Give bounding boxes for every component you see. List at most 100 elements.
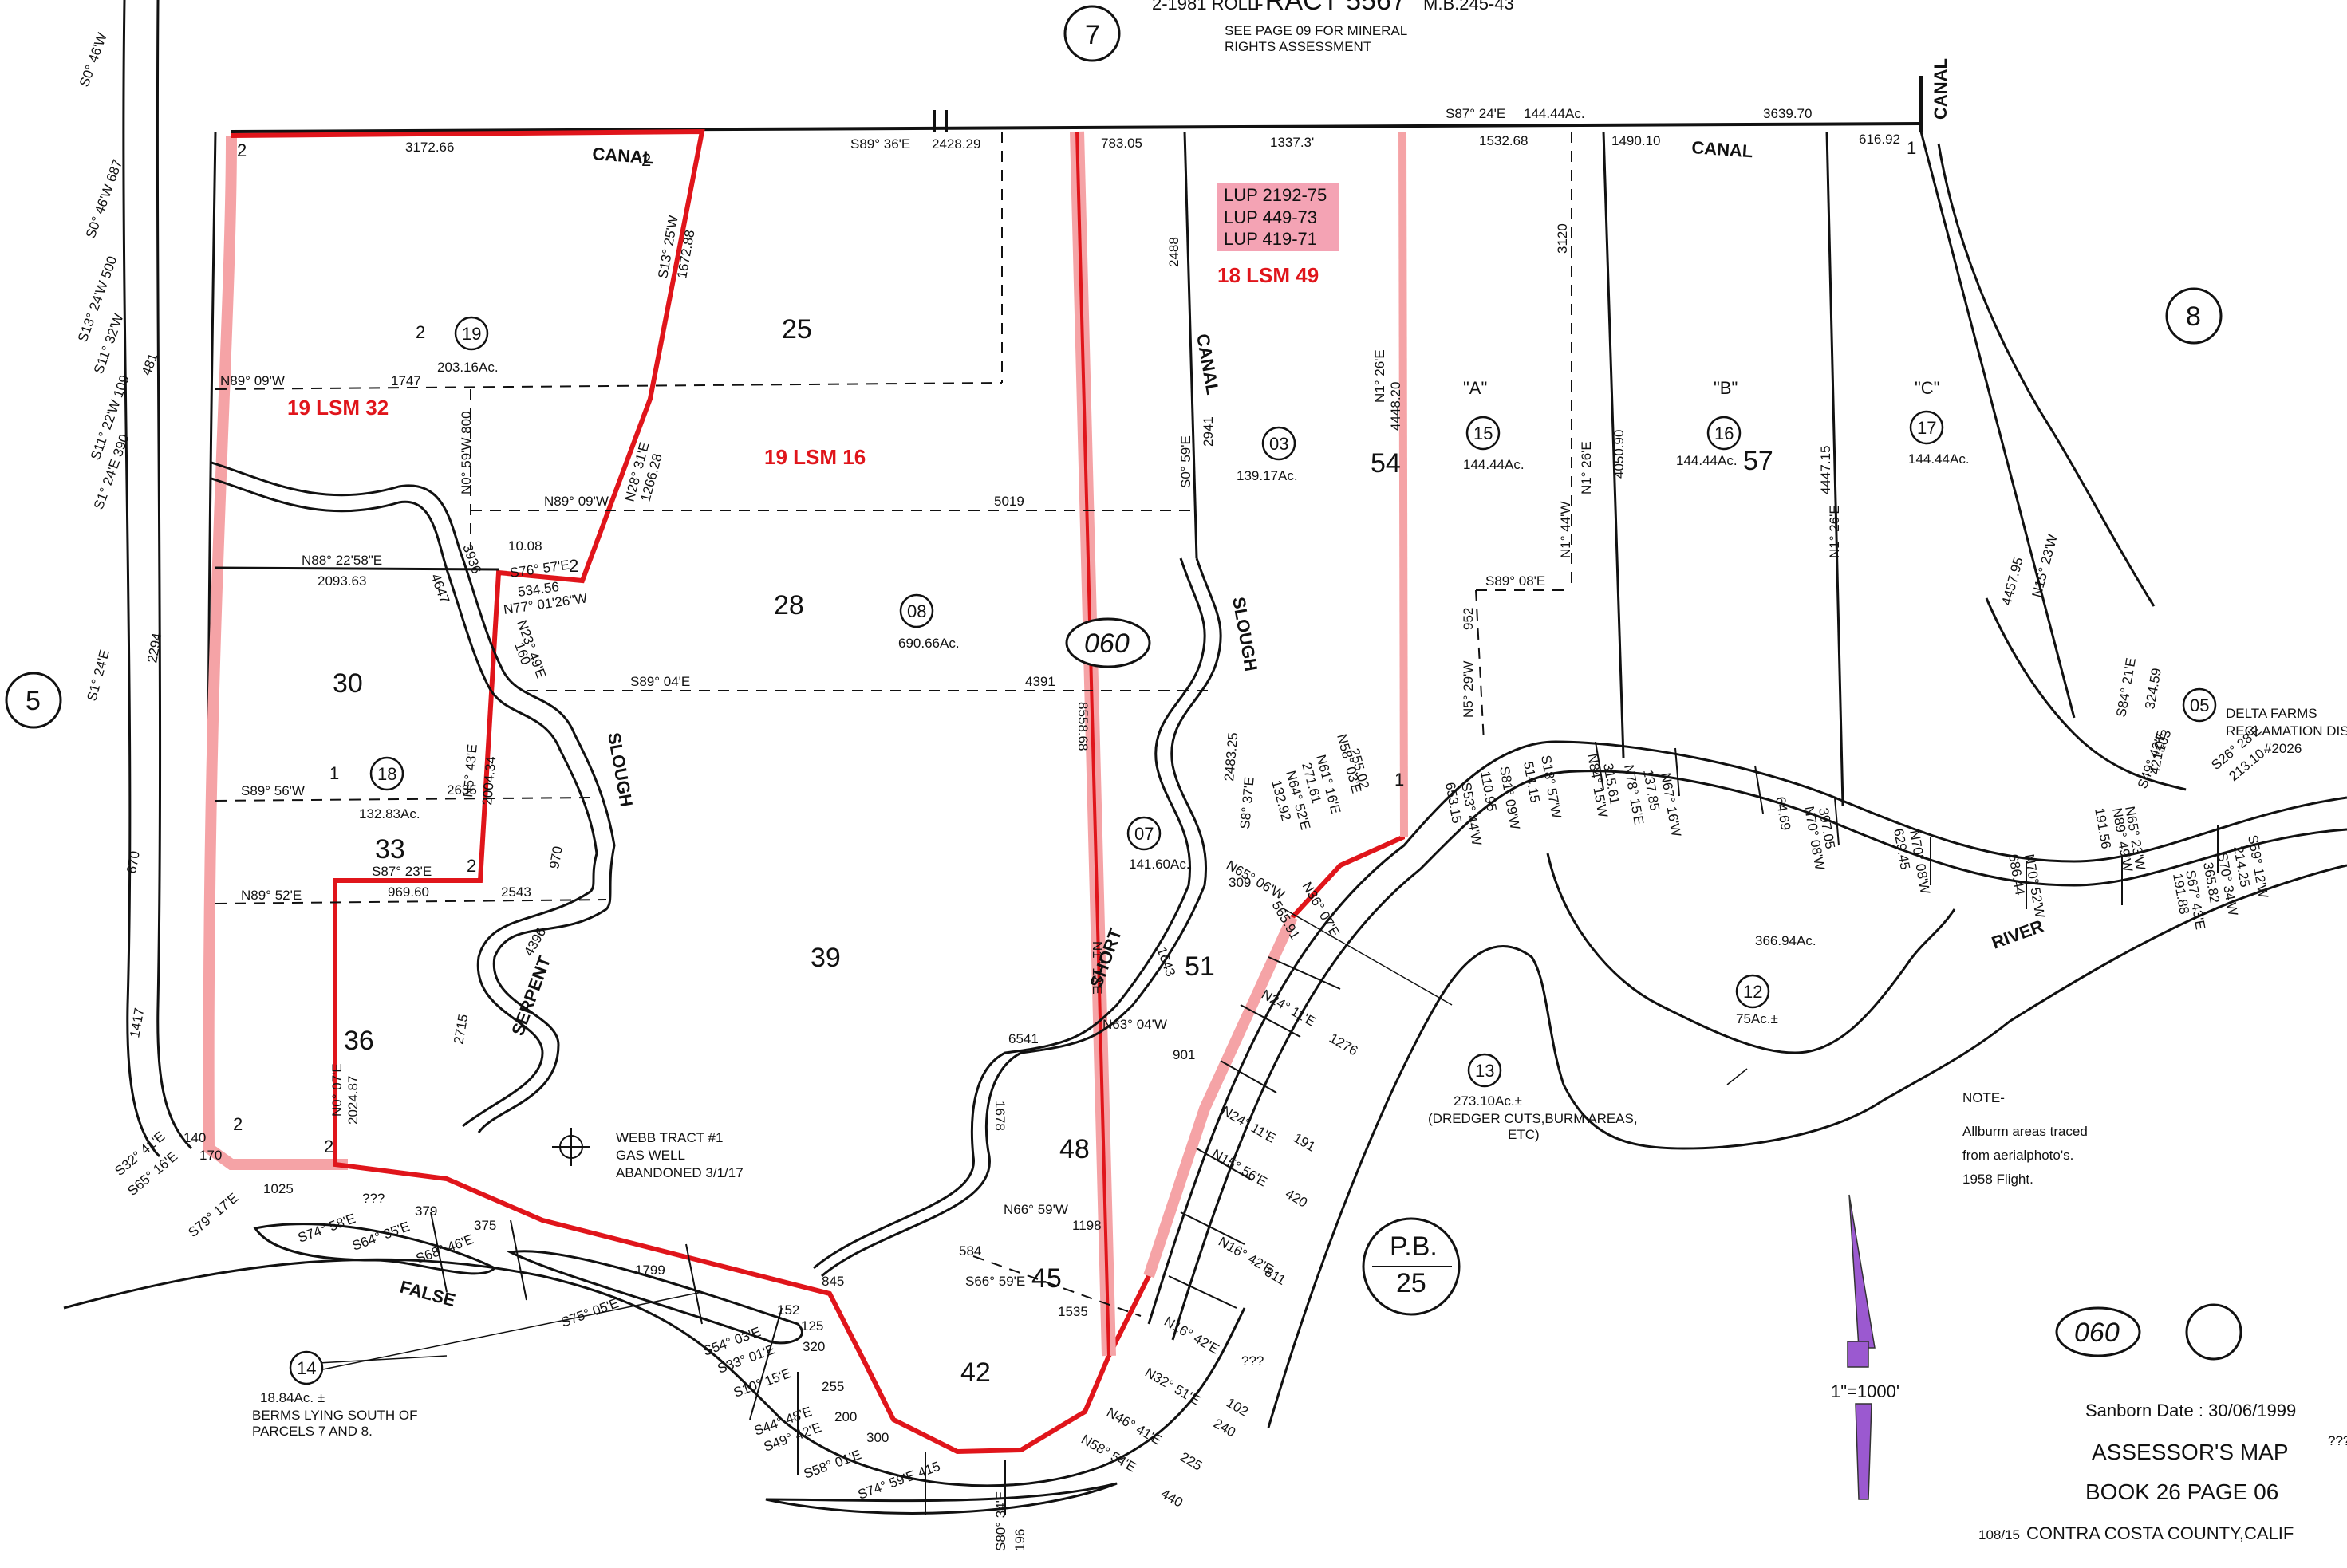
bearing-b126: 420 [1283,1186,1310,1211]
bearing-b102: 8558.68 [1075,702,1091,751]
bearing-b129: N16° 42'E [1162,1314,1221,1357]
bearing-b146: S81° 09'W [1497,765,1523,830]
bearing-b111: 845 [822,1274,844,1289]
bearing-b121: N24° 11'E [1259,987,1318,1030]
bearing-b65: 1417 [127,1007,147,1039]
bearing-b24: N1° 26'E [1372,349,1387,403]
parcel-14-id: 14 [297,1358,316,1378]
bearing-b32: N1° 26'E [1579,441,1594,494]
delta-note-1: DELTA FARMS [2226,706,2317,721]
section-2c: 2 [416,322,425,342]
bearing-b83: S68° 46'E [414,1231,475,1267]
section-1b: 1 [1907,138,1916,158]
page-code-ellipses [1065,617,2141,1357]
county-prefix: 108/15 [1978,1527,2020,1542]
bearing-b55: N89° 52'E [241,888,302,903]
bearing-b78: 1025 [263,1181,294,1196]
bearing-b124: 191 [1291,1130,1318,1155]
bearing-b17: 1747 [391,373,421,388]
bearing-b62: S1° 24'E [85,648,112,703]
sloughs [211,461,1222,1278]
bearing-b101: 196 [1012,1529,1028,1551]
parcel-18-id: 18 [377,764,396,784]
bearing-b118: 309 [1229,875,1251,890]
bank-ticks [430,741,2219,1515]
dredger-note-1: (DREDGER CUTS,BURM AREAS, [1428,1111,1638,1126]
area-366: 366.94Ac. [1755,933,1816,948]
bearing-b5: S89° 36'E [850,136,910,152]
webb-note-1: WEBB TRACT #1 [616,1130,723,1145]
parcel-08-area: 690.66Ac. [898,636,960,651]
bearing-b97: 300 [866,1430,889,1445]
bearing-b82: 379 [415,1204,437,1219]
lsm-32: 19 LSM 32 [287,396,389,420]
bearing-b6: 2428.29 [932,136,980,152]
page-code-bottom: 060 [2074,1318,2120,1348]
bearing-b103: N1° 12'E [1090,941,1105,995]
bearing-b38: 2093.63 [318,573,366,589]
canal-label-2: CANAL [1691,137,1754,161]
bearing-b8: 1337.3' [1270,135,1314,150]
bearing-b148: S18° 57'W [1538,754,1564,819]
parcel-19-id: 19 [462,324,481,344]
bearing-b84: 375 [474,1218,496,1233]
lot-45: 45 [1031,1263,1062,1294]
river-banks [63,143,2347,1515]
bearing-b86: 1799 [635,1263,665,1278]
canal-label-4: CANAL [1193,333,1223,396]
bearing-b1: S87° 24'E [1446,106,1505,121]
lot-36: 36 [344,1026,374,1056]
bearing-b29: 952 [1461,608,1476,630]
bearing-b30: N5° 29'W [1461,661,1476,718]
lsm-49: 18 LSM 49 [1217,263,1319,287]
bearing-b116: S8° 37'E [1237,776,1257,829]
section-1c: 1 [1394,770,1404,790]
bearing-b92: S10° 15'E [732,1365,793,1401]
bearing-b53: S87° 23'E [372,864,432,879]
section-2e: 2 [467,856,476,876]
bearing-b155: 64.69 [1773,795,1793,831]
map-title: ASSESSOR'S MAP [2092,1440,2289,1464]
scale-text: 1"=1000' [1831,1381,1899,1401]
bearing-b3: 3639.70 [1763,106,1812,121]
parcel-16-id: 16 [1714,424,1734,443]
delta-note-3: #2026 [2264,741,2302,756]
false-label: FALSE [398,1277,458,1311]
bearing-b147: 110.95 [1477,770,1500,812]
webb-note-2: GAS WELL [616,1148,685,1163]
parcel-12-area: 75Ac.± [1736,1011,1778,1026]
book-page: BOOK 26 PAGE 06 [2085,1479,2278,1504]
parcel-12-id: 12 [1743,982,1762,1002]
bearing-b106: 901 [1173,1047,1195,1062]
bearing-b136: 225 [1177,1449,1205,1474]
bearing-b7: 783.05 [1101,136,1142,151]
bearing-b110: 584 [959,1243,981,1259]
bearing-b172: 324.59 [2142,667,2164,711]
lot-b: "B" [1714,378,1738,398]
leader-lines [302,908,1748,1373]
bearing-b61: 2024.87 [345,1076,361,1125]
bearing-b131: N32° 51'E [1142,1365,1202,1408]
bearing-b132: 102 [1224,1395,1251,1420]
section-1a: 1 [329,763,339,783]
lot-39: 39 [811,943,841,973]
gas-well-symbol [552,1128,590,1166]
webb-note-3: ABANDONED 3/1/17 [616,1165,744,1180]
bearing-b125: N15° 56'E [1209,1146,1269,1190]
parcel-03-area: 139.17Ac. [1237,468,1298,483]
section-2d: 2 [569,556,578,576]
bearing-b52: 2004.34 [479,755,499,806]
bearing-b67: S0° 46'W 687 [83,158,125,241]
lot-a: "A" [1463,378,1487,398]
bearing-b64: 670 [124,849,143,874]
roll-text: 2-1981 ROLL- [1152,0,1263,14]
parcel-07-id: 07 [1134,824,1154,844]
bearing-b107: 1678 [992,1101,1008,1131]
bearing-b57: 970 [546,845,566,869]
parcel-16-area: 144.44Ac. [1676,453,1738,468]
lot-54: 54 [1371,448,1401,479]
bearing-b33: 4447.15 [1818,446,1833,494]
bearing-b108: N66° 59'W [1004,1202,1068,1217]
bearing-b130: ??? [1241,1353,1264,1369]
